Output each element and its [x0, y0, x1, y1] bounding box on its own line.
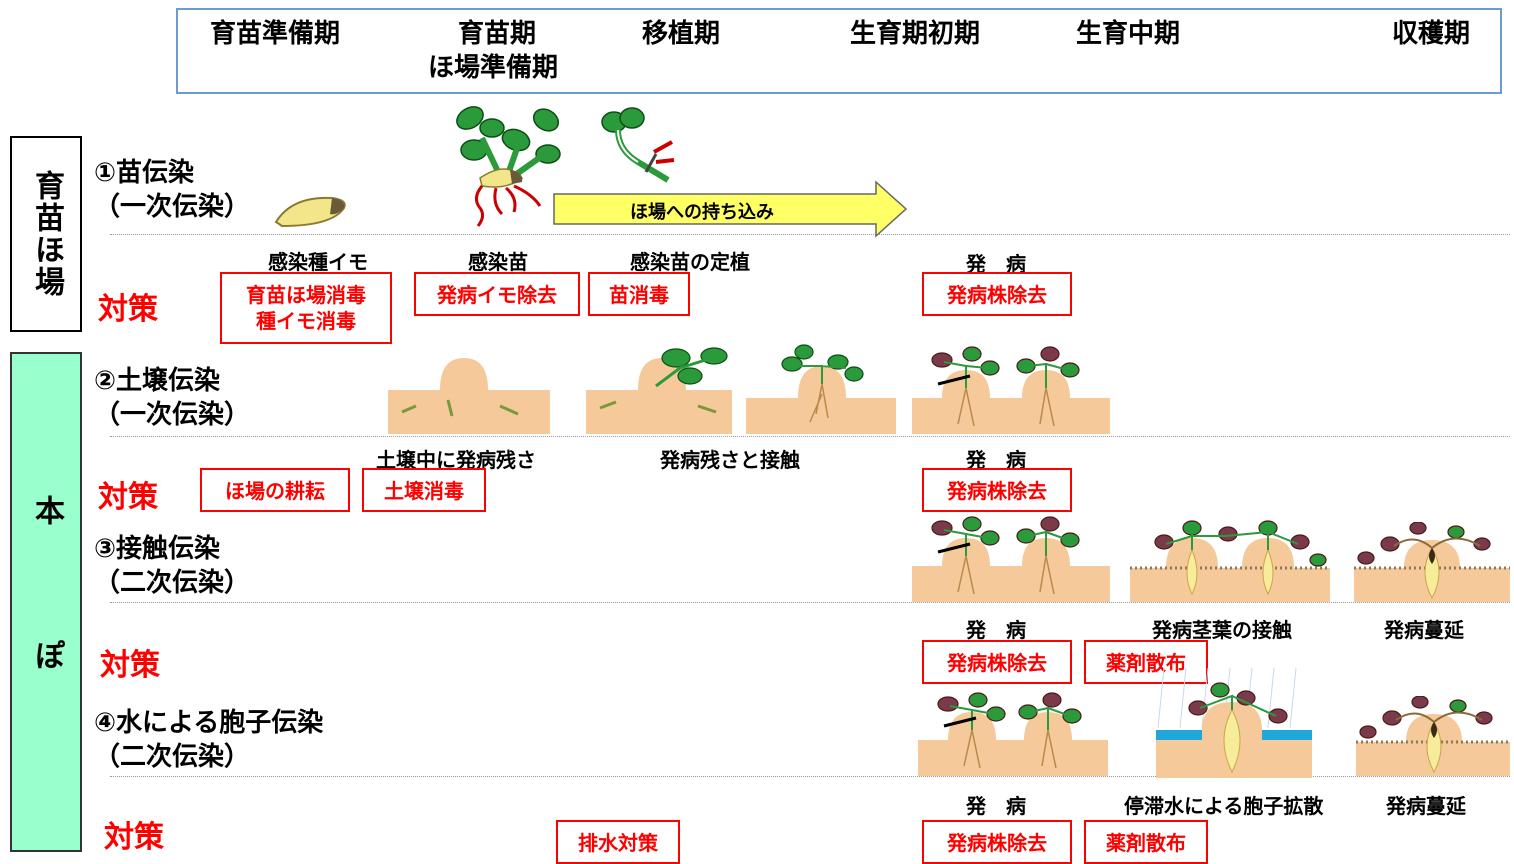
measure-nursery-disinfect-line1: 育苗ほ場消毒	[246, 283, 366, 307]
route-1-title: ①苗伝染	[94, 158, 195, 188]
water-spore-image	[1156, 668, 1312, 778]
separator-3	[110, 602, 1510, 603]
stage-transplant: 移植期	[642, 19, 721, 49]
separator-4	[110, 776, 1510, 777]
nursery-side-label: 育苗ほ場	[29, 170, 64, 298]
caption-residue-contact: 発病残さと接触	[660, 448, 800, 472]
diseased-plants-image-3	[918, 692, 1108, 776]
taisaku-label-2: 対策	[98, 480, 158, 515]
measure-tuber-disinfect-line2: 種イモ消毒	[256, 309, 356, 333]
stem-contact-image	[1130, 520, 1330, 602]
measure-remove-plant-3: 発病株除去	[922, 640, 1072, 684]
stage-header	[176, 8, 1502, 94]
spread-image-2	[1356, 696, 1510, 776]
caption-onset-4: 発 病	[966, 794, 1026, 818]
measure-soil-disinfect: 土壌消毒	[362, 468, 486, 512]
measure-remove-tuber: 発病イモ除去	[414, 272, 580, 316]
measure-spray-1: 薬剤散布	[1084, 640, 1208, 684]
caption-infected-tuber: 感染種イモ	[268, 250, 368, 274]
nursery-side-box: 育苗ほ場	[10, 136, 82, 332]
seedling-scissors-icon	[601, 107, 675, 183]
taisaku-label-3: 対策	[100, 648, 160, 683]
diseased-plants-image-2	[912, 516, 1110, 602]
field-side-box: 本 ぽ	[10, 352, 82, 852]
caption-spore-spread: 停滞水による胞子拡散	[1124, 794, 1324, 818]
stage-seedling-prep: 育苗準備期	[210, 19, 341, 49]
separator-2	[110, 436, 1510, 437]
measure-remove-plant-1: 発病株除去	[922, 272, 1072, 316]
stage-field-prep: ほ場準備期	[428, 53, 559, 83]
separator-1	[110, 234, 1510, 235]
measure-remove-plant-2: 発病株除去	[922, 468, 1072, 512]
diseased-plants-image-1	[912, 346, 1110, 434]
stage-harvest: 収穫期	[1392, 19, 1471, 49]
route-3-title: ③接触伝染	[94, 534, 221, 564]
route-4-title: ④水による胞子伝染	[94, 708, 324, 738]
taisaku-label-1: 対策	[98, 292, 158, 327]
measure-drainage: 排水対策	[556, 820, 680, 864]
measure-nursery-disinfect: 育苗ほ場消毒 種イモ消毒	[220, 272, 392, 344]
taisaku-label-4: 対策	[104, 820, 164, 855]
field-side-label: 本 ぽ	[29, 494, 64, 710]
caption-infected-seedling: 感染苗	[468, 250, 528, 274]
residue-contact-image	[586, 347, 732, 434]
caption-stem-contact: 発病茎葉の接触	[1152, 618, 1292, 642]
caption-planting: 感染苗の定植	[630, 250, 750, 274]
carry-in-arrow	[553, 180, 908, 238]
infected-tuber-icon	[274, 196, 346, 228]
caption-onset-3: 発 病	[966, 618, 1026, 642]
route-4-sub: （二次伝染）	[94, 742, 251, 772]
carry-in-label: ほ場への持ち込み	[630, 202, 774, 223]
measure-spray-2: 薬剤散布	[1084, 820, 1208, 864]
measure-seedling-disinfect: 苗消毒	[588, 272, 690, 316]
measure-plowing: ほ場の耕耘	[200, 468, 350, 512]
route-1-sub: （一次伝染）	[94, 192, 251, 222]
stage-seedling: 育苗期	[458, 19, 537, 49]
spread-image-1	[1354, 522, 1510, 602]
caption-spread-1: 発病蔓延	[1384, 618, 1464, 642]
route-3-sub: （二次伝染）	[94, 568, 251, 598]
stage-mid-growth: 生育中期	[1076, 19, 1181, 49]
measure-remove-plant-4: 発病株除去	[922, 820, 1072, 864]
stage-early-growth: 生育期初期	[850, 19, 981, 49]
soil-residue-image	[388, 358, 550, 434]
route-2-title: ②土壌伝染	[94, 366, 221, 396]
infected-seedling-icon	[456, 106, 561, 227]
caption-spread-2: 発病蔓延	[1386, 794, 1466, 818]
plant-mound-image	[746, 344, 896, 434]
route-2-sub: （一次伝染）	[94, 400, 251, 430]
